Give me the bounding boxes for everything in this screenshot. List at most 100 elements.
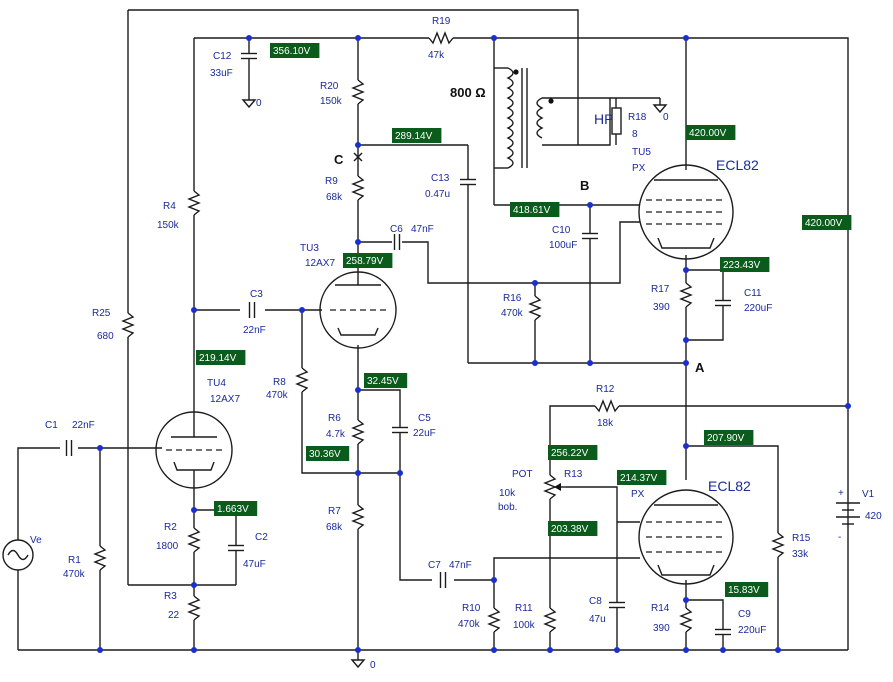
r14-value: 390 xyxy=(653,623,670,634)
r6-value: 4.7k xyxy=(326,429,346,440)
r11-resistor xyxy=(543,607,557,633)
r13-ref: R13 xyxy=(564,469,583,480)
voltage-probe-value: 223.43V xyxy=(723,260,761,271)
r18-ref: R18 xyxy=(628,112,647,123)
c5-ref: C5 xyxy=(418,413,431,424)
c8-capacitor xyxy=(608,601,626,609)
v1-value: 420 xyxy=(865,511,882,522)
c9-capacitor xyxy=(714,628,732,636)
voltage-probe-value: 289.14V xyxy=(395,131,433,142)
r16-ref: R16 xyxy=(503,293,522,304)
lower-tube-name: ECL82 xyxy=(708,478,751,494)
ground-label-main: 0 xyxy=(370,660,376,671)
r9-resistor xyxy=(351,175,365,201)
junctions xyxy=(97,35,851,653)
r19-value: 47k xyxy=(428,50,445,61)
tube-ecl82-upper xyxy=(638,164,734,260)
tu3-ref: TU3 xyxy=(300,243,319,254)
r1-resistor xyxy=(93,545,107,571)
c6-value: 47nF xyxy=(411,224,434,235)
r7-ref: R7 xyxy=(328,506,341,517)
voltage-probe: 15.83V xyxy=(725,582,769,597)
r12-value: 18k xyxy=(597,418,614,429)
c1-capacitor xyxy=(65,439,73,457)
voltage-probe: 223.43V xyxy=(720,257,770,272)
c11-ref: C11 xyxy=(744,288,762,299)
c9-value: 220uF xyxy=(738,625,766,636)
r17-value: 390 xyxy=(653,302,670,313)
voltage-probe-value: 30.36V xyxy=(309,449,341,460)
voltage-probe-value: 420.00V xyxy=(689,128,727,139)
r19-ref: R19 xyxy=(432,16,451,27)
r10-ref: R10 xyxy=(462,603,481,614)
battery-plus-sign: + xyxy=(838,488,844,499)
voltage-probe-value: 32.45V xyxy=(367,376,399,387)
r7-resistor xyxy=(351,504,365,530)
r4-resistor xyxy=(187,190,201,216)
r13-suffix: bob. xyxy=(498,502,517,513)
voltage-probe: 203.38V xyxy=(548,521,598,536)
r20-ref: R20 xyxy=(320,81,339,92)
speaker-hp xyxy=(611,98,622,145)
tu4-ref: TU4 xyxy=(207,378,226,389)
c7-value: 47nF xyxy=(449,560,472,571)
battery-v1: + - xyxy=(836,488,860,543)
voltage-probe: 219.14V xyxy=(196,350,246,365)
c11-value: 220uF xyxy=(744,303,772,314)
r16-resistor xyxy=(528,295,542,321)
voltage-probe: 356.10V xyxy=(270,43,320,58)
voltage-probe: 258.79V xyxy=(343,253,393,268)
signal-source-ve xyxy=(2,539,34,571)
component-labels: C1 22nF C2 47uF C3 22nF C5 22uF C6 47nF … xyxy=(30,16,882,636)
c12-value: 33uF xyxy=(210,68,233,79)
r4-value: 150k xyxy=(157,220,180,231)
c7-capacitor xyxy=(439,571,447,589)
voltage-probe: 420.00V xyxy=(686,125,736,140)
capacitors xyxy=(65,52,732,636)
voltage-probe-value: 420.00V xyxy=(805,218,843,229)
voltage-probes: 356.10V 289.14V 418.61V 420.00V 258.79V 223.4… xyxy=(196,43,852,597)
c13-capacitor xyxy=(459,178,477,186)
c13-value: 0.47u xyxy=(425,189,450,200)
lower-tube-type: PX xyxy=(631,489,645,500)
tu3-type: 12AX7 xyxy=(305,258,335,269)
r1-ref: R1 xyxy=(68,555,81,566)
c3-ref: C3 xyxy=(250,289,263,300)
voltage-probe-value: 15.83V xyxy=(728,585,760,596)
r20-value: 150k xyxy=(320,96,343,107)
r25-value: 680 xyxy=(97,331,114,342)
r3-resistor xyxy=(187,595,201,621)
r6-ref: R6 xyxy=(328,413,341,424)
c12-capacitor xyxy=(240,52,258,60)
r12-resistor xyxy=(594,399,620,413)
voltage-probe-value: 356.10V xyxy=(273,46,311,57)
voltage-probe-value: 418.61V xyxy=(513,205,551,216)
voltage-probe: 214.37V xyxy=(617,470,667,485)
node-label-c: C xyxy=(334,152,344,167)
voltage-probe: 1.663V xyxy=(214,501,258,516)
voltage-probe: 256.22V xyxy=(548,445,598,460)
c10-ref: C10 xyxy=(552,225,571,236)
r9-value: 68k xyxy=(326,192,343,203)
voltage-probe: 420.00V xyxy=(802,215,852,230)
r20-resistor xyxy=(351,79,365,105)
battery-minus-sign: - xyxy=(838,532,841,543)
r19-resistor xyxy=(428,31,454,45)
c1-value: 22nF xyxy=(72,420,95,431)
r18-label: HP xyxy=(594,111,613,127)
r13-prefix: POT xyxy=(512,469,533,480)
tube-tu4 xyxy=(155,411,233,489)
ground-label-hp: 0 xyxy=(663,112,669,123)
voltage-probe-value: 219.14V xyxy=(199,353,237,364)
c3-capacitor xyxy=(248,301,256,319)
r15-value: 33k xyxy=(792,549,809,560)
resistors xyxy=(93,31,785,633)
r25-ref: R25 xyxy=(92,308,111,319)
tu4-type: 12AX7 xyxy=(210,394,240,405)
v1-ref: V1 xyxy=(862,489,875,500)
node-c-marker xyxy=(353,152,363,162)
r14-ref: R14 xyxy=(651,603,670,614)
pot-wiper xyxy=(554,483,566,491)
tu5-type: PX xyxy=(632,163,646,174)
r12-ref: R12 xyxy=(596,384,615,395)
